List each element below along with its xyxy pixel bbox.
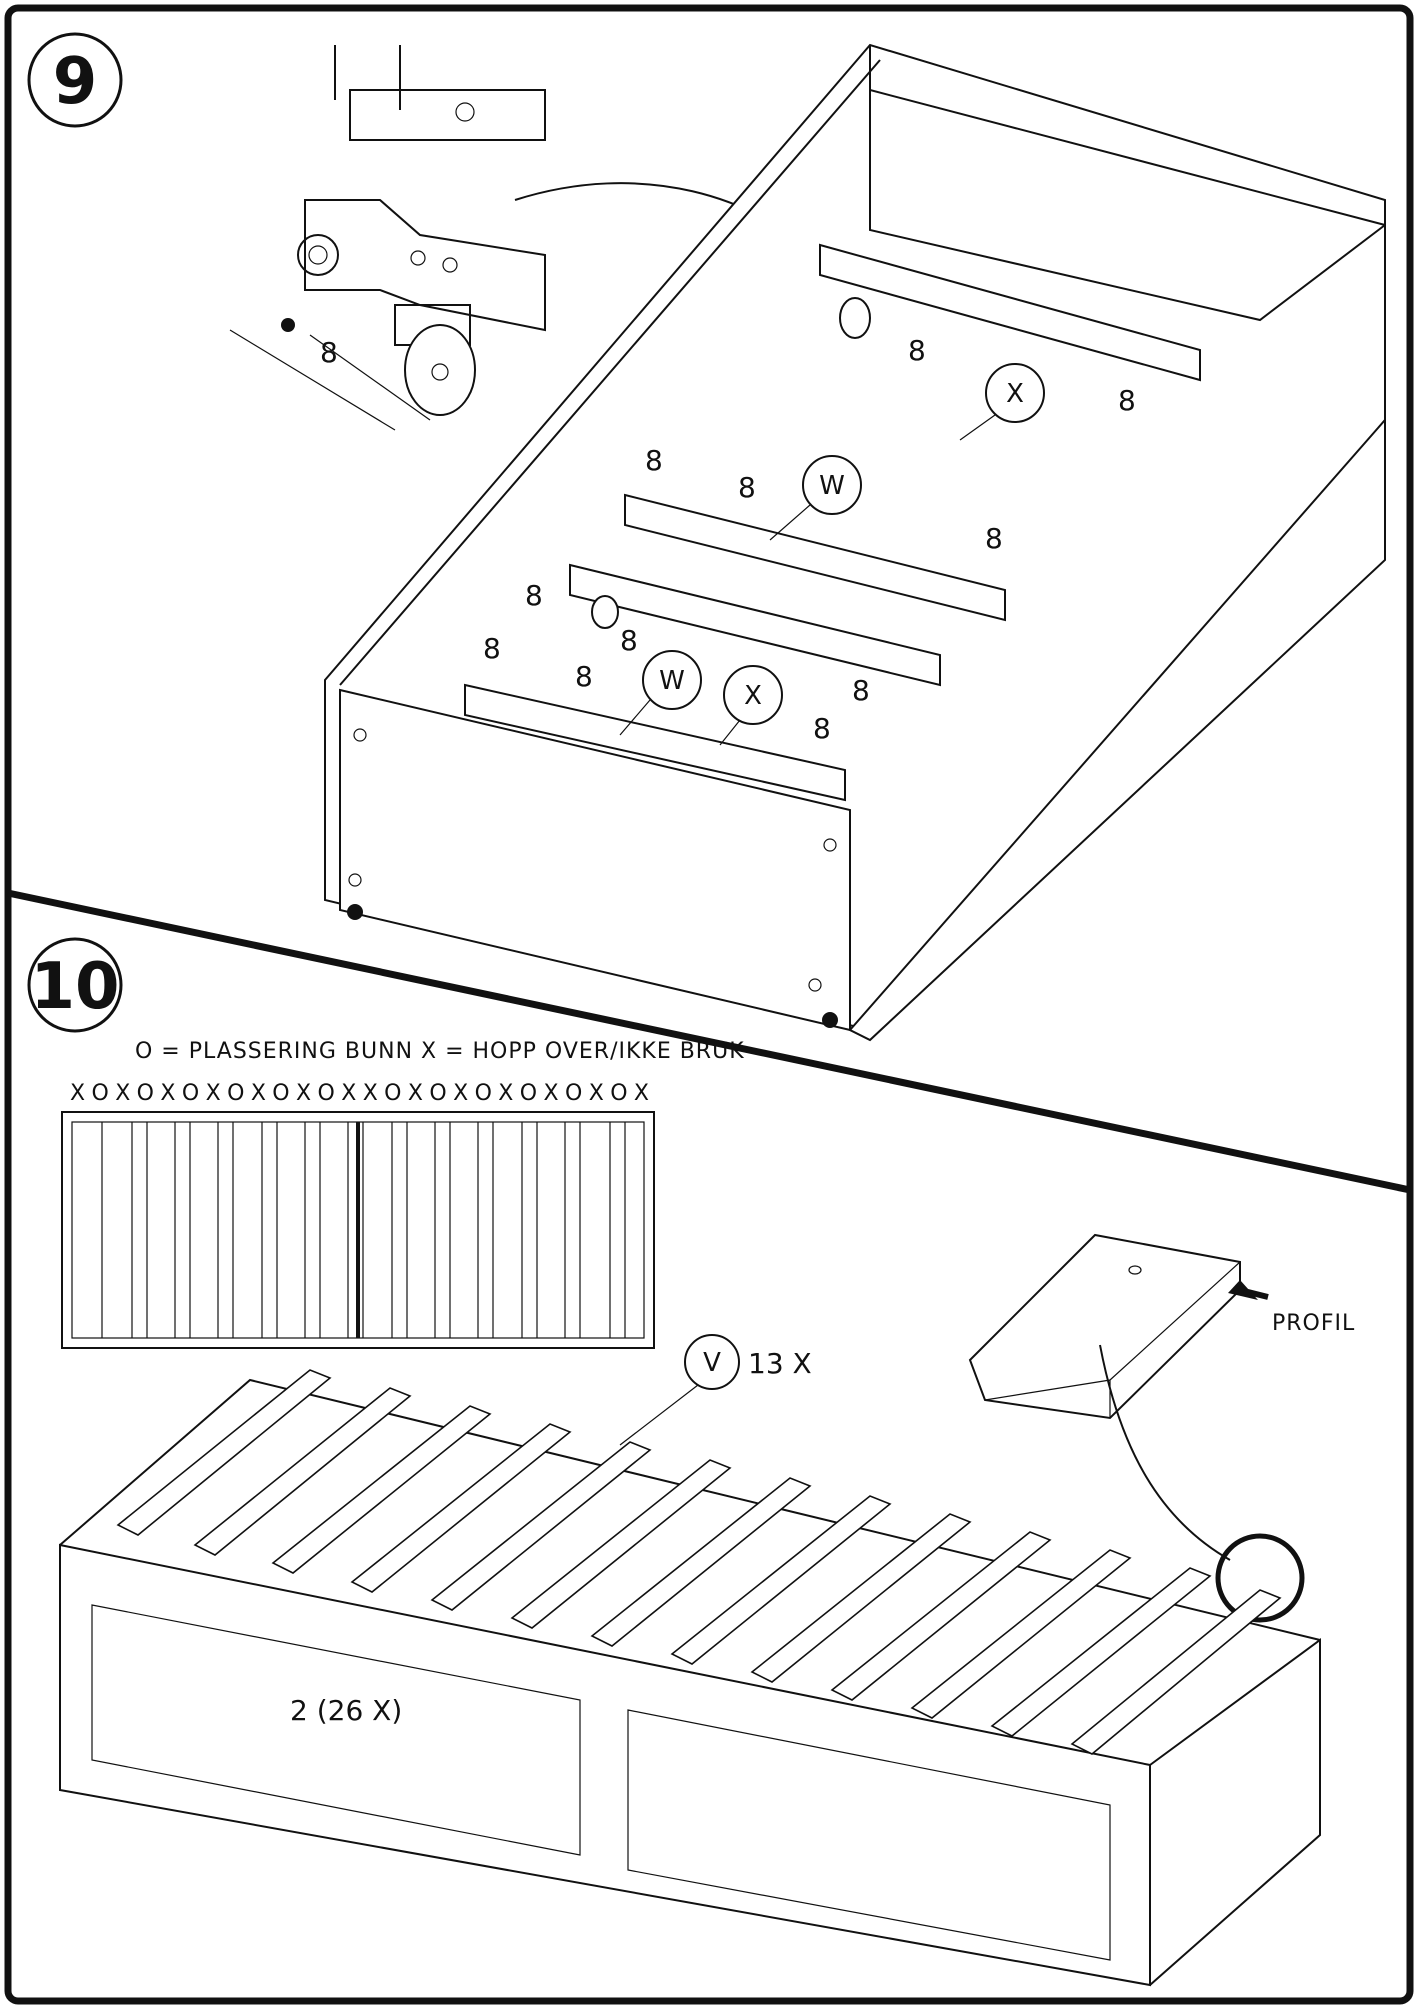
quantity-callout: 8: [575, 660, 593, 693]
part-code-v-badge: [684, 1334, 740, 1390]
rail-x-front: [569, 563, 941, 687]
bed-slats: [116, 1369, 1282, 1755]
sheet-frame: [4, 4, 1414, 2005]
quantity-callout: 8: [852, 674, 870, 707]
rail-w-rear: [624, 493, 1006, 622]
bed-frame-assembly: 2 (26 X): [59, 1378, 1321, 1987]
part-code-w-rear: W: [819, 471, 845, 501]
slat: [430, 1441, 652, 1611]
bolt-icon: [297, 234, 339, 276]
drawer-opening-right: [627, 1709, 1111, 1961]
caster-wheel-icon: [822, 1012, 838, 1028]
quantity-callout: 8: [985, 522, 1003, 555]
step-10-badge: [27, 937, 123, 1033]
slat: [193, 1387, 412, 1556]
part-code-labels: W W X X: [619, 363, 1045, 746]
part-code-w-front: W: [659, 666, 685, 696]
slat: [910, 1549, 1132, 1719]
quantity-callout: 8: [813, 712, 831, 745]
slat: [590, 1477, 812, 1647]
quantity-callout: 8: [1118, 384, 1136, 417]
slat: [1070, 1589, 1282, 1755]
drawer-opening-left: [91, 1604, 581, 1856]
caster-wheel-icon: [347, 904, 363, 920]
slat: [670, 1495, 892, 1665]
rail-x-rear: [819, 243, 1201, 382]
step-divider: [7, 889, 1411, 1194]
quantity-callout: 8: [738, 471, 756, 504]
slot-marks: X O X O X O X O X O X O X X O X O X O X …: [70, 1081, 650, 1106]
slat: [830, 1531, 1052, 1701]
front-rail: [59, 1543, 1151, 1987]
slat: [510, 1459, 732, 1629]
slat-profile-detail: PROFIL: [968, 1233, 1355, 1623]
slat: [350, 1423, 572, 1593]
quantity-callout: 8: [320, 336, 338, 369]
slat: [750, 1513, 972, 1683]
quantity-callout: 8: [620, 624, 638, 657]
quantity-callout: 8: [645, 444, 663, 477]
slat: [271, 1405, 492, 1574]
drawer-rails: [464, 243, 1201, 802]
detail-circle: [1215, 1533, 1305, 1623]
part-code-v: V: [703, 1348, 721, 1378]
profile-label: PROFIL: [1272, 1311, 1355, 1336]
step-9-number: 9: [53, 45, 98, 119]
part-quantity: 13 X: [748, 1347, 812, 1380]
quantity-callout: 8: [483, 632, 501, 665]
slat: [116, 1369, 332, 1536]
front-panel: [339, 688, 851, 1032]
rail-w-front: [464, 683, 846, 802]
screw-quantity-callouts: 8 8 8 8 8 8 8 8 8 8 8 8: [483, 334, 1136, 745]
part-code-x-rear: X: [1006, 379, 1024, 409]
slat-frame-top-view: [61, 1111, 655, 1349]
drawer-frame-assembly: [324, 43, 1386, 1042]
step-10: 10 O = PLASSERING BUNN X = HOPP OVER/IKK…: [27, 937, 1355, 1987]
screw-head-icon: [455, 102, 475, 122]
step-9: 9 8: [27, 32, 1386, 1042]
step-9-badge: [27, 32, 123, 128]
slat-placement-legend: O = PLASSERING BUNN X = HOPP OVER/IKKE B…: [135, 1039, 745, 1064]
screw-icon: [281, 318, 295, 332]
part-code-x-front: X: [744, 681, 762, 711]
quantity-callout: 8: [525, 579, 543, 612]
step-10-number: 10: [30, 950, 119, 1024]
quantity-callout: 8: [908, 334, 926, 367]
slat: [990, 1567, 1212, 1737]
assembly-quantity: 2 (26 X): [290, 1694, 402, 1727]
caster-wheel-icon: [404, 324, 476, 416]
